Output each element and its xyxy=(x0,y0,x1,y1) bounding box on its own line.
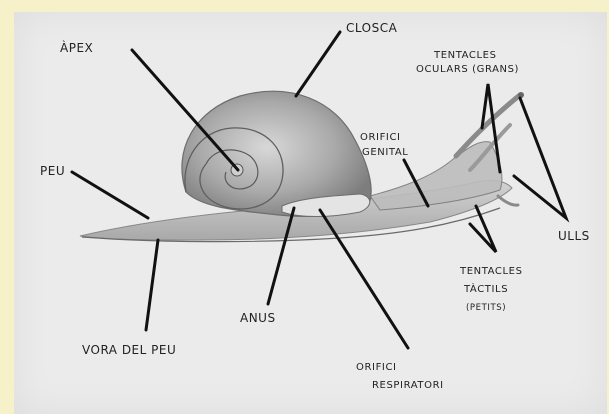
label-foot-edge: VORA DEL PEU xyxy=(82,343,176,357)
label-tactile-tentacles-line1: TENTACLES xyxy=(459,266,523,277)
label-shell: CLOSCA xyxy=(346,21,398,35)
label-eye-tentacles-line2: OCULARS (GRANS) xyxy=(416,64,519,75)
label-genital-pore-line1: ORIFICI xyxy=(360,132,401,143)
label-genital-pore-line2: GENITAL xyxy=(362,147,408,158)
snail-shell xyxy=(182,91,371,216)
leader-foot-edge xyxy=(146,240,158,330)
leader-eyes xyxy=(514,98,566,218)
label-tactile-tentacles-line3: (PETITS) xyxy=(466,303,506,313)
leader-foot xyxy=(72,172,148,218)
label-respiratory-pore-line2: RESPIRATORI xyxy=(372,380,444,391)
leader-shell xyxy=(296,32,340,96)
label-foot: PEU xyxy=(40,164,65,178)
leader-tactile-tentacles xyxy=(470,206,496,252)
label-apex: ÀPEX xyxy=(60,40,93,55)
label-respiratory-pore-line1: ORIFICI xyxy=(356,362,397,373)
label-tactile-tentacles-line2: TÀCTILS xyxy=(463,282,508,295)
label-eye-tentacles-line1: TENTACLES xyxy=(433,50,497,61)
tactile-tentacle xyxy=(498,196,518,205)
label-eyes: ULLS xyxy=(558,229,590,243)
label-anus: ANUS xyxy=(240,311,276,325)
